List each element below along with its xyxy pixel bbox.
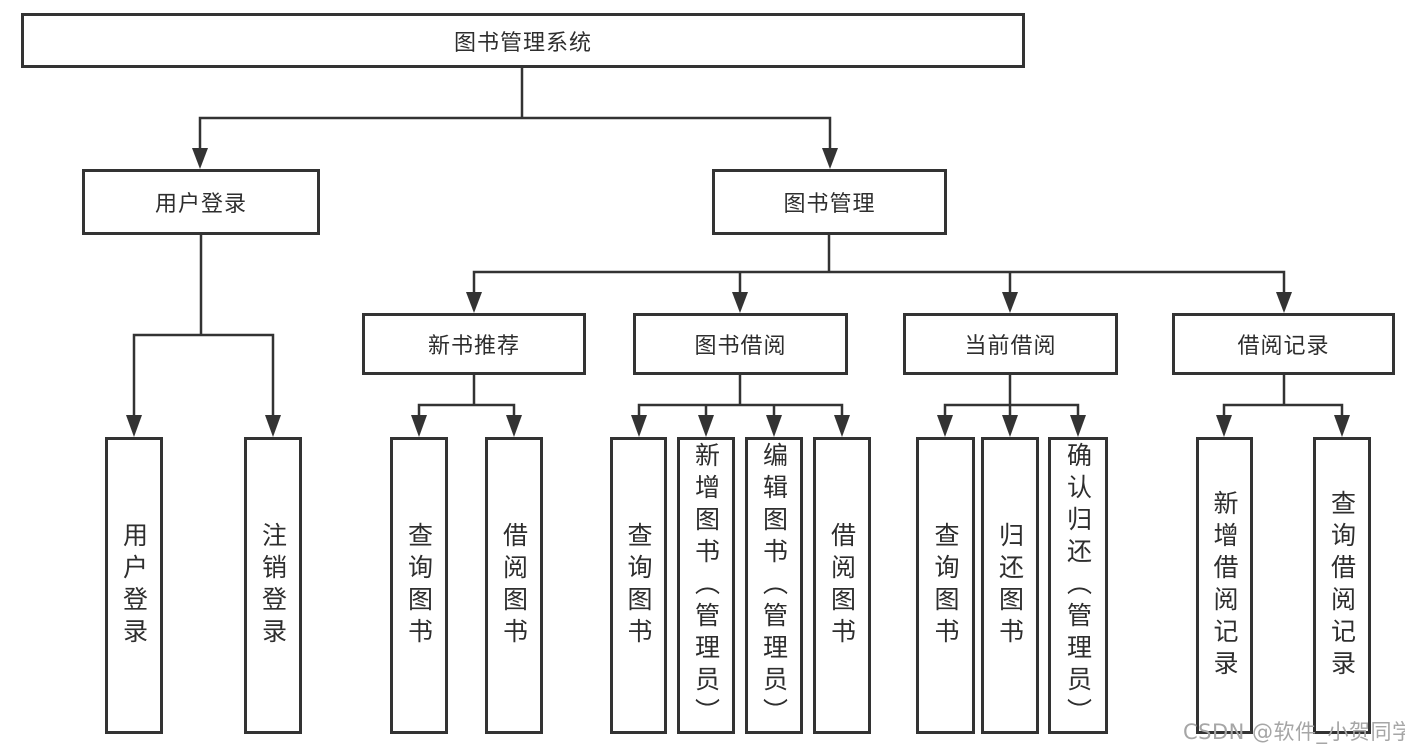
leaf-newbooks-query: 查询图书: [390, 437, 448, 734]
arrowheads: [126, 148, 1350, 437]
leaf-borrow-edit-admin: 编辑图书（管理员）: [745, 437, 803, 734]
leaf-label: 查询图书: [931, 521, 960, 650]
leaf-label: 归还图书: [995, 521, 1025, 650]
leaf-label: 新增借阅记录: [1210, 489, 1239, 682]
leaf-label: 新增图书（管理员）: [691, 441, 721, 730]
connector-current-to-leaves: [943, 373, 1080, 420]
leaf-newbooks-borrow: 借阅图书: [485, 437, 543, 734]
leaf-current-return: 归还图书: [981, 437, 1039, 734]
leaf-label: 编辑图书（管理员）: [759, 441, 789, 730]
leaf-label: 注销登录: [258, 521, 288, 650]
leaf-borrow-query: 查询图书: [610, 437, 667, 734]
leaf-current-query: 查询图书: [916, 437, 975, 734]
leaf-records-query: 查询借阅记录: [1313, 437, 1371, 734]
connector-newbooks-to-leaves: [417, 373, 516, 420]
leaf-borrow-add-admin: 新增图书（管理员）: [677, 437, 735, 734]
connector-bookmgmt-to-level3: [472, 233, 1286, 297]
csdn-watermark: CSDN @软件_小贺同学: [1183, 720, 1405, 744]
leaf-logout: 注销登录: [244, 437, 302, 734]
node-new-book-recommend: 新书推荐: [362, 313, 586, 375]
leaf-label: 查询图书: [404, 521, 434, 650]
node-root-system: 图书管理系统: [21, 13, 1025, 68]
leaf-label: 查询借阅记录: [1327, 489, 1357, 682]
node-book-borrowing: 图书借阅: [633, 313, 848, 375]
leaf-label: 确认归还（管理员）: [1063, 441, 1093, 730]
leaf-label: 借阅图书: [827, 521, 857, 650]
leaf-user-login: 用户登录: [105, 437, 163, 734]
leaf-label: 用户登录: [119, 521, 149, 650]
leaf-records-add: 新增借阅记录: [1196, 437, 1253, 734]
leaf-label: 借阅图书: [499, 521, 529, 650]
node-current-borrowing: 当前借阅: [903, 313, 1118, 375]
leaf-label: 查询图书: [624, 521, 653, 650]
connector-root-to-level2: [198, 65, 832, 152]
connector-borrow-to-leaves: [637, 373, 844, 420]
connector-records-to-leaves: [1222, 373, 1344, 420]
connector-userlogin-to-leaves: [132, 233, 275, 420]
leaf-borrow-borrow: 借阅图书: [813, 437, 871, 734]
leaf-current-confirm-admin: 确认归还（管理员）: [1048, 437, 1108, 734]
node-borrow-records: 借阅记录: [1172, 313, 1395, 375]
node-user-login: 用户登录: [82, 169, 320, 235]
node-book-management: 图书管理: [712, 169, 947, 235]
